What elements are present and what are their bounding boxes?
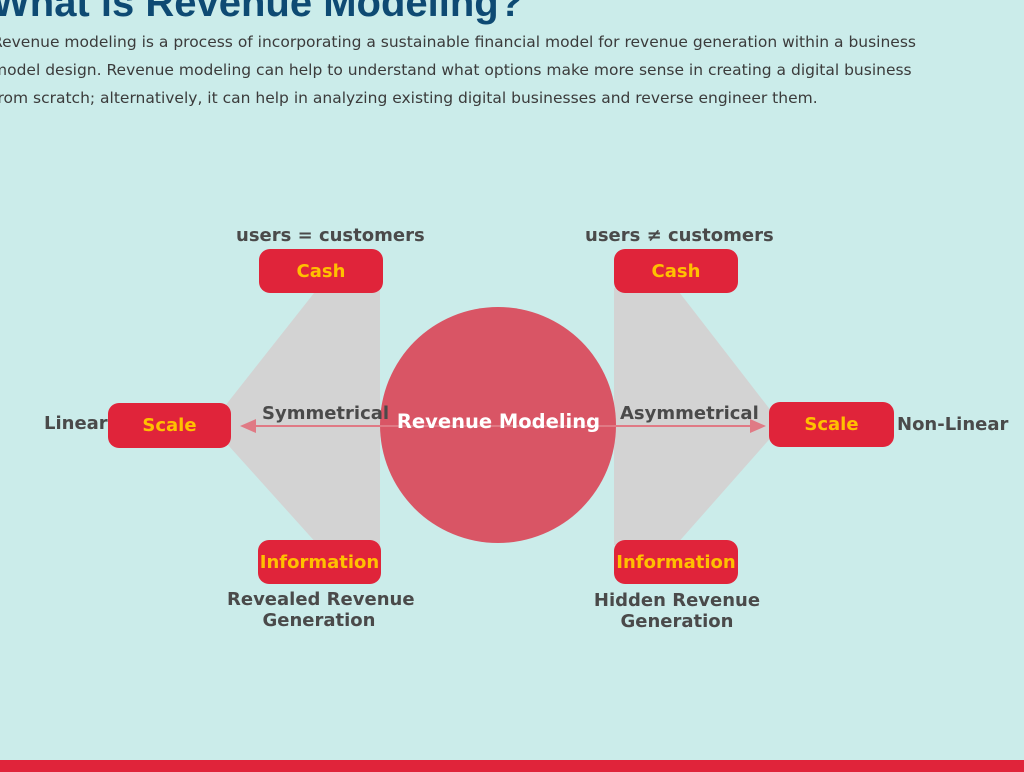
left-top-caption: users = customers	[236, 225, 425, 246]
right-scale-pill: Scale	[769, 402, 894, 447]
intro-line: from scratch; alternatively, it can help…	[0, 89, 818, 107]
left-scale-pill: Scale	[108, 403, 231, 448]
left-cash-pill: Cash	[259, 249, 383, 293]
left-information-pill: Information	[258, 540, 381, 584]
left-bottom-caption: Revealed Revenue Generation	[227, 589, 415, 631]
right-bottom-caption-line2: Generation	[620, 611, 734, 632]
center-label: Revenue Modeling	[396, 410, 601, 433]
page-title: What is Revenue Modeling?	[0, 0, 524, 25]
left-bottom-caption-line2: Generation	[262, 610, 376, 631]
left-axis-label: Symmetrical	[262, 403, 390, 424]
right-cash-pill: Cash	[614, 249, 738, 293]
right-axis-label: Asymmetrical	[620, 403, 759, 424]
intro-paragraph: Revenue modeling is a process of incorpo…	[0, 28, 992, 112]
left-side-label: Linear	[44, 413, 108, 434]
right-information-pill: Information	[614, 540, 738, 584]
right-bottom-caption-line1: Hidden Revenue	[593, 590, 761, 611]
right-side-label: Non-Linear	[897, 414, 1009, 435]
arrow-left-icon	[240, 419, 256, 433]
right-top-caption: users ≠ customers	[585, 225, 774, 246]
right-triangle	[614, 288, 782, 545]
right-bottom-caption: Hidden Revenue Generation	[587, 590, 767, 632]
footer-bar	[0, 760, 1024, 772]
left-triangle	[210, 288, 380, 545]
intro-line: model design. Revenue modeling can help …	[0, 61, 912, 79]
left-bottom-caption-line1: Revealed Revenue	[227, 589, 415, 610]
intro-line: Revenue modeling is a process of incorpo…	[0, 33, 916, 51]
arrow-right-icon	[750, 419, 766, 433]
